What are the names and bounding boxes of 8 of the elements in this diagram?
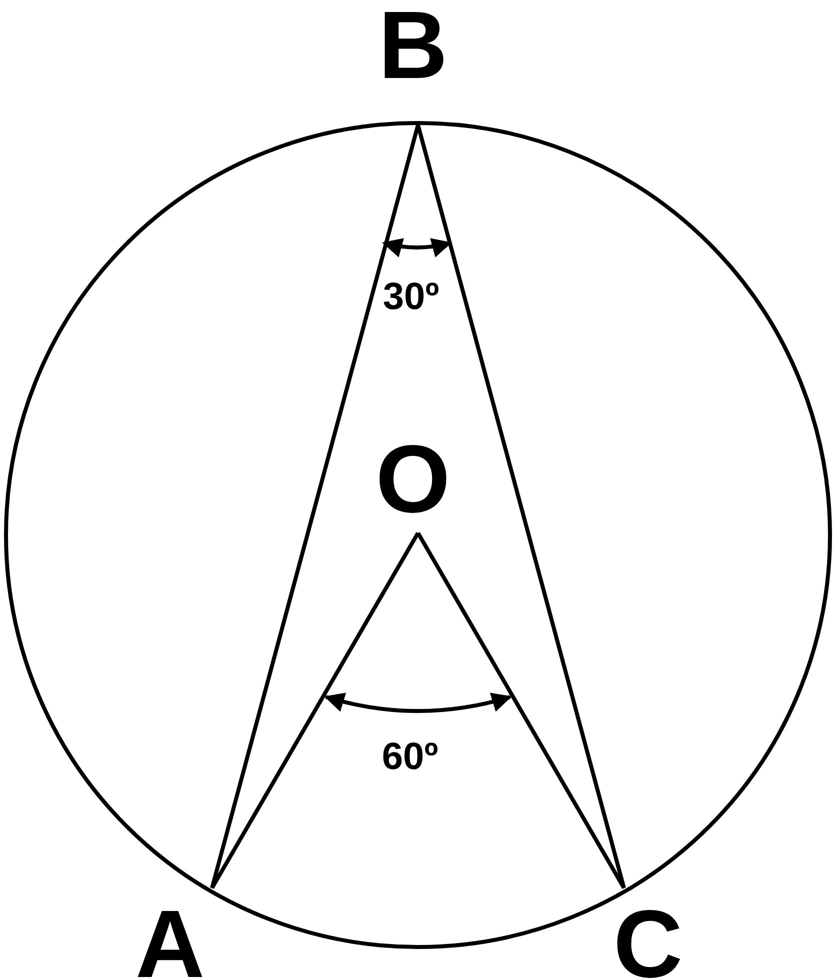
- point-label: O: [376, 432, 450, 528]
- line-segment: [210, 124, 420, 889]
- point-label: C: [613, 897, 683, 980]
- point-label: A: [135, 897, 205, 980]
- point-label: B: [378, 0, 448, 94]
- line-segment: [416, 532, 626, 889]
- line-segment: [416, 124, 626, 889]
- line-segment: [210, 532, 420, 889]
